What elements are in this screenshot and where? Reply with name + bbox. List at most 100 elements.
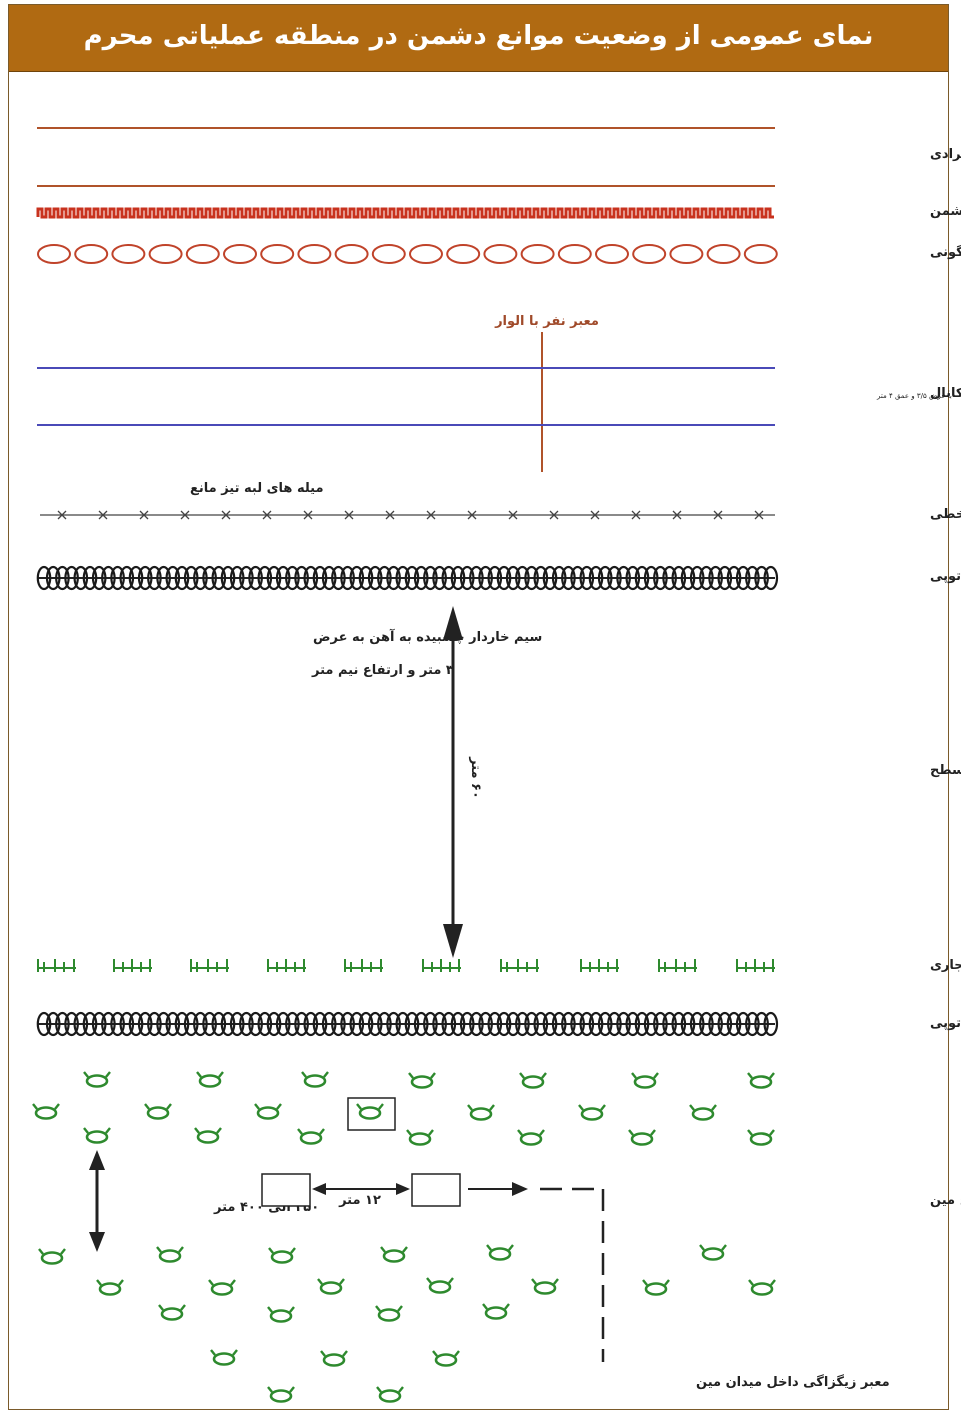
enemy-positions-line	[36, 207, 774, 219]
coil-loop	[625, 1011, 641, 1037]
mine-icon	[747, 1129, 775, 1146]
coil-loop	[524, 1011, 539, 1037]
coil-loop	[441, 1011, 457, 1037]
coil-loop	[101, 1011, 116, 1037]
coil-loop	[211, 565, 227, 591]
barb	[508, 510, 518, 520]
coil-loop	[717, 565, 733, 591]
coil-loop	[82, 1011, 98, 1037]
mine-icon	[432, 1350, 460, 1367]
mine-icon	[210, 1349, 238, 1366]
coil-loop	[634, 1011, 650, 1037]
coil-loop	[285, 565, 300, 591]
barb	[672, 510, 682, 520]
coil-loop	[45, 565, 61, 591]
coil-loop	[220, 565, 236, 591]
mine-icon	[519, 1072, 547, 1089]
coil-loop	[110, 1011, 125, 1037]
coil-loop	[607, 565, 622, 591]
coil-loop	[643, 1011, 659, 1037]
mine-icon	[267, 1306, 295, 1323]
mine-icon	[376, 1386, 404, 1403]
coil-loop	[478, 1011, 493, 1037]
label-coiled-wire-1: سیم خاردار توپی	[930, 569, 961, 584]
barb	[631, 510, 641, 520]
sandbag	[185, 244, 220, 264]
coil-loop	[275, 565, 291, 591]
sandbag	[595, 244, 629, 264]
coil-loop	[735, 565, 751, 591]
distance-arrow	[443, 606, 463, 958]
mine-icon	[196, 1071, 224, 1088]
coil-loop	[147, 565, 162, 591]
coil-loop	[229, 1011, 245, 1037]
iron-wire-note-line2: ۳ متر و ارتفاع نیم متر	[311, 663, 454, 678]
coil-loop	[331, 565, 346, 591]
coil-loop	[248, 565, 263, 591]
mine-icon	[467, 1104, 495, 1121]
mine-icon	[578, 1104, 606, 1121]
mine-icon	[194, 1127, 222, 1144]
coil-loop	[55, 565, 70, 591]
coil-loop	[101, 565, 116, 591]
sandbag	[297, 244, 332, 264]
coil-loop	[64, 1011, 79, 1037]
coil-loop	[55, 1011, 70, 1037]
mine-icon	[531, 1278, 559, 1295]
coil-loop	[441, 565, 457, 591]
sandbag	[371, 244, 406, 264]
mine-icon	[748, 1279, 776, 1296]
coil-loop	[183, 565, 199, 591]
mine-field	[32, 1071, 776, 1403]
mine-icon	[158, 1304, 186, 1321]
coil-loop	[128, 565, 144, 591]
linear-barbed-wire	[40, 510, 775, 520]
mine-icon	[426, 1277, 454, 1294]
coil-loop	[579, 1011, 595, 1037]
coil-loop	[505, 1011, 521, 1037]
distance-label: ۶۰ متر	[468, 756, 483, 799]
coil-loop	[110, 565, 125, 591]
sandbag	[520, 244, 555, 264]
mine-icon	[83, 1071, 111, 1088]
coil-loop	[193, 565, 208, 591]
coil-loop	[239, 1011, 254, 1037]
coil-loop	[726, 1011, 742, 1037]
coil-loop	[137, 565, 153, 591]
sandbag	[706, 244, 741, 264]
sandbag	[37, 244, 71, 264]
coil-loop	[413, 565, 429, 591]
coil-loop	[73, 1011, 89, 1037]
coil-loop	[579, 565, 595, 591]
coil-loop	[616, 565, 631, 591]
mine-icon	[317, 1278, 345, 1295]
coil-loop	[745, 565, 760, 591]
coil-loop	[413, 1011, 429, 1037]
coil-loop	[36, 565, 52, 591]
coil-loop	[174, 565, 190, 591]
coil-loop	[524, 565, 539, 591]
barb	[590, 510, 600, 520]
iron-wire-note-line1: سیم خاردار چسبیده به آهن به عرض	[313, 628, 542, 645]
barb	[303, 510, 313, 520]
coil-loop	[570, 565, 585, 591]
coil-loop	[395, 565, 411, 591]
coil-loop	[248, 1011, 263, 1037]
coil-loop	[496, 1011, 512, 1037]
coil-loop	[349, 565, 365, 591]
coil-loop	[275, 1011, 291, 1037]
label-flat-ground: زمین مسطح	[930, 763, 961, 778]
coil-loop	[386, 1011, 401, 1037]
coil-loop	[597, 565, 613, 591]
coil-loop	[653, 565, 668, 591]
coil-loop	[689, 565, 705, 591]
coil-loop	[386, 565, 401, 591]
coil-loop	[377, 565, 392, 591]
coil-loop	[607, 1011, 622, 1037]
coil-loop	[156, 565, 171, 591]
coil-loop	[643, 565, 659, 591]
mine-icon	[268, 1247, 296, 1264]
sandbag	[409, 244, 443, 264]
coil-loop	[211, 1011, 227, 1037]
coil-loop	[515, 565, 530, 591]
